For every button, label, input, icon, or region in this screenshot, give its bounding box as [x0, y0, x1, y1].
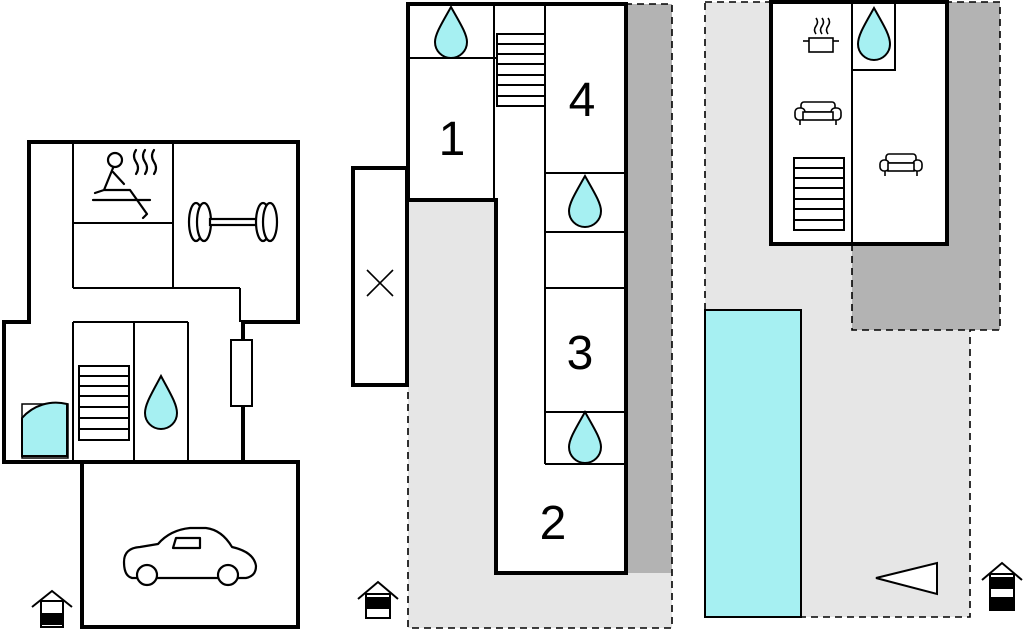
room-label: 2 — [540, 497, 567, 550]
roof-area — [626, 4, 672, 573]
shower-icon — [21, 401, 68, 457]
entrance-floor-icon — [357, 580, 399, 619]
car-icon — [122, 526, 258, 587]
first-floor-outline — [406, 2, 628, 575]
direction-triangle-icon — [875, 561, 938, 596]
water-drop-icon — [143, 373, 179, 430]
water-drop-icon — [567, 173, 603, 228]
second-floor-plan — [704, 0, 1023, 618]
partition — [852, 2, 896, 71]
stairs-icon — [496, 33, 546, 107]
void-area — [351, 166, 409, 387]
sofa-icon — [794, 101, 842, 125]
dumbbell-icon — [187, 201, 279, 243]
window-icon — [230, 339, 253, 407]
water-drop-icon — [567, 409, 603, 464]
first-floor-plan: 1 4 3 2 — [351, 2, 673, 629]
room-label: 4 — [569, 74, 596, 127]
cooking-pot-icon — [803, 17, 839, 53]
void-cross-icon — [366, 269, 394, 297]
roof-boundary — [851, 244, 970, 331]
entrance-floor-icon — [31, 589, 73, 628]
water-drop-icon — [433, 4, 469, 59]
terrace-area — [408, 200, 672, 628]
sauna-icon — [91, 148, 158, 220]
room-label: 1 — [439, 113, 466, 166]
pool-area — [704, 309, 802, 618]
ground-floor-plan — [2, 140, 300, 629]
stairs-icon — [793, 157, 845, 231]
stairs-icon — [78, 365, 130, 441]
room-label: 3 — [567, 327, 594, 380]
water-drop-icon — [856, 5, 892, 61]
sofa-icon — [879, 153, 923, 176]
entrance-floor-icon — [981, 561, 1023, 611]
roof-area — [852, 2, 1000, 330]
